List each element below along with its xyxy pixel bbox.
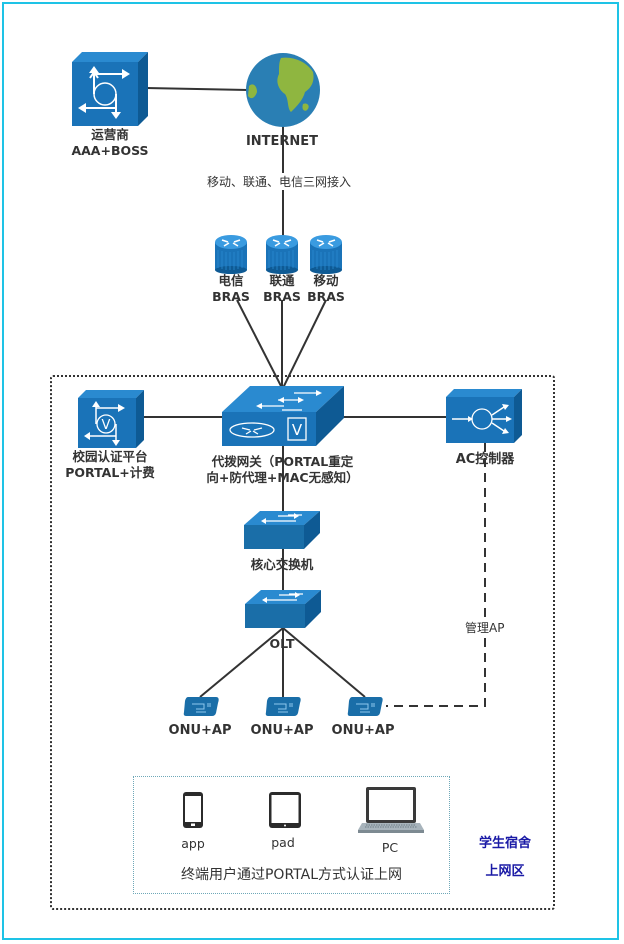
operator-label: 运营商 AAA+BOSS [60, 127, 160, 159]
zone-title-line2: 上网区 [485, 864, 525, 879]
terminals-caption: 终端用户通过PORTAL方式认证上网 [180, 867, 402, 883]
onu-icon [183, 697, 219, 716]
svg-text:V: V [292, 421, 303, 439]
terminal-phone-label: app [181, 836, 205, 851]
campus-portal-server[interactable]: V [78, 390, 144, 452]
access-note: 移动、联通、电信三网接入 [205, 173, 354, 190]
olt[interactable] [245, 590, 321, 632]
operator-label-line1: 运营商 [91, 127, 129, 142]
terminals-box [133, 776, 450, 894]
aaa-server-icon [72, 52, 148, 126]
ac-controller[interactable] [446, 389, 522, 447]
internet-node[interactable] [245, 52, 321, 132]
link-ac-manage-ap [386, 443, 486, 707]
portal-label-line2: PORTAL+计费 [65, 465, 155, 480]
gateway-label-line1: 代拨网关（PORTAL重定 [211, 454, 354, 469]
phone-icon [183, 792, 203, 828]
bras-label-line2: BRAS [307, 289, 345, 304]
wireless-controller-icon [446, 389, 522, 443]
link-bras3-gateway [282, 299, 327, 389]
onu-ap-1-label: ONU+AP [168, 723, 232, 738]
olt-label: OLT [269, 636, 295, 651]
bras-label-line1: 移动 [313, 273, 339, 288]
bras-unicom-label: 联通 BRAS [257, 273, 307, 305]
operator-aaa-server[interactable] [72, 52, 148, 132]
campus-portal-label: 校园认证平台 PORTAL+计费 [50, 449, 170, 481]
bras-telecom[interactable] [214, 234, 248, 278]
ac-label: AC控制器 [455, 452, 515, 467]
bras-unicom[interactable] [265, 234, 299, 278]
onu-ap-2-label: ONU+AP [250, 723, 314, 738]
gateway-switch-icon: V [222, 386, 344, 446]
bras-telecom-label: 电信 BRAS [206, 273, 256, 305]
terminal-tablet-label: pad [271, 835, 295, 850]
manage-ap-label: 管理AP [463, 619, 507, 636]
onu-ap-3[interactable] [346, 695, 384, 721]
gateway-label: 代拨网关（PORTAL重定 向+防代理+MAC无感知） [195, 454, 370, 486]
link-operator-internet [145, 87, 249, 91]
tablet-icon [269, 792, 301, 828]
onu-ap-3-label: ONU+AP [331, 723, 395, 738]
dorm-zone-boundary [50, 375, 555, 910]
terminal-phone[interactable] [182, 791, 204, 833]
auth-server-icon: V [78, 390, 144, 448]
terminal-laptop-label: PC [381, 840, 399, 855]
core-switch-label: 核心交换机 [250, 557, 314, 572]
link-olt-onu3 [282, 627, 366, 698]
bras-label-line2: BRAS [212, 289, 250, 304]
core-switch[interactable] [244, 511, 320, 553]
bras-mobile-label: 移动 BRAS [301, 273, 351, 305]
proxy-dial-gateway[interactable]: V [222, 386, 344, 450]
gateway-label-line2: 向+防代理+MAC无感知） [206, 470, 359, 485]
laptop-icon [358, 787, 424, 833]
svg-text:V: V [102, 418, 111, 433]
router-icon [215, 235, 247, 274]
onu-icon [265, 697, 301, 716]
terminal-laptop[interactable] [358, 786, 424, 838]
onu-ap-2[interactable] [264, 695, 302, 721]
bras-label-line1: 联通 [269, 273, 295, 288]
terminal-tablet[interactable] [268, 791, 302, 833]
portal-label-line1: 校园认证平台 [72, 449, 148, 464]
switch-icon [244, 511, 320, 549]
internet-label: INTERNET [245, 134, 319, 149]
globe-icon [246, 53, 320, 127]
router-icon [266, 235, 298, 274]
bras-label-line2: BRAS [263, 289, 301, 304]
onu-icon [347, 697, 383, 716]
router-icon [310, 235, 342, 274]
operator-label-line2: AAA+BOSS [71, 143, 149, 158]
bras-label-line1: 电信 [218, 273, 244, 288]
bras-mobile[interactable] [309, 234, 343, 278]
zone-title-line1: 学生宿舍 [478, 836, 531, 851]
onu-ap-1[interactable] [182, 695, 220, 721]
link-olt-onu1 [199, 627, 284, 698]
link-bras1-gateway [236, 299, 283, 389]
switch-icon [245, 590, 321, 628]
